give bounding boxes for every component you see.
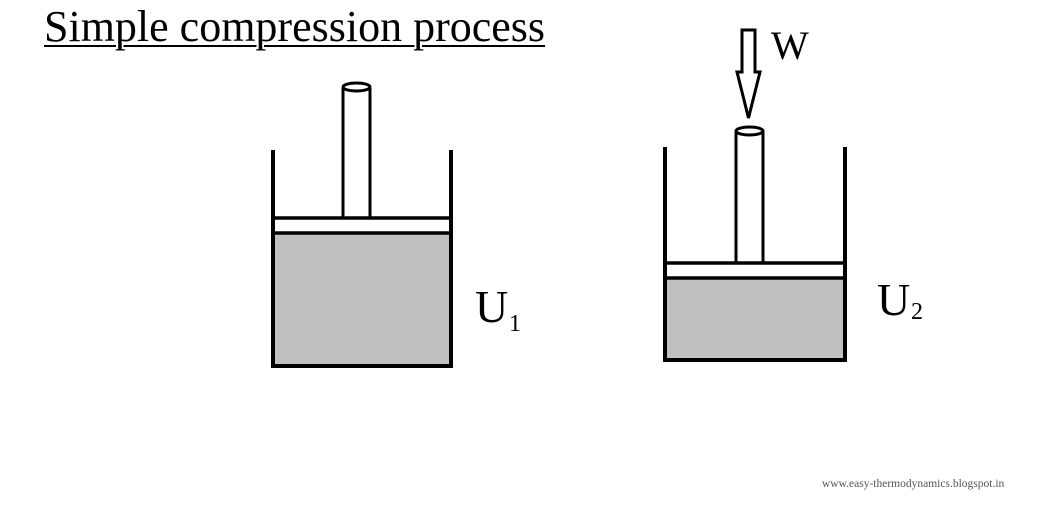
internal-energy-symbol-2: U	[877, 274, 911, 325]
watermark-text: www.easy-thermodynamics.blogspot.in	[822, 478, 1005, 490]
internal-energy-symbol-1: U	[475, 281, 509, 332]
piston-rod-state-1	[341, 81, 372, 218]
cylinder-state-2	[663, 125, 847, 362]
internal-energy-label-2: U 2	[877, 274, 923, 325]
cylinder-wall-state-2	[663, 147, 847, 362]
piston-plate-state-2	[663, 261, 847, 280]
work-label: W	[771, 23, 809, 68]
diagram-title: Simple compression process	[44, 2, 546, 51]
piston-plate-state-1	[271, 216, 453, 235]
gas-region-state-1	[273, 233, 451, 366]
gas-region-state-2	[665, 278, 845, 360]
piston-rod-state-2	[734, 125, 765, 263]
cylinder-wall-state-1	[271, 150, 453, 368]
internal-energy-label-1: U 1	[475, 281, 521, 337]
internal-energy-subscript-2: 2	[911, 299, 923, 325]
cylinder-state-1	[271, 81, 453, 368]
work-arrow-icon	[735, 28, 762, 119]
internal-energy-subscript-1: 1	[509, 311, 521, 337]
